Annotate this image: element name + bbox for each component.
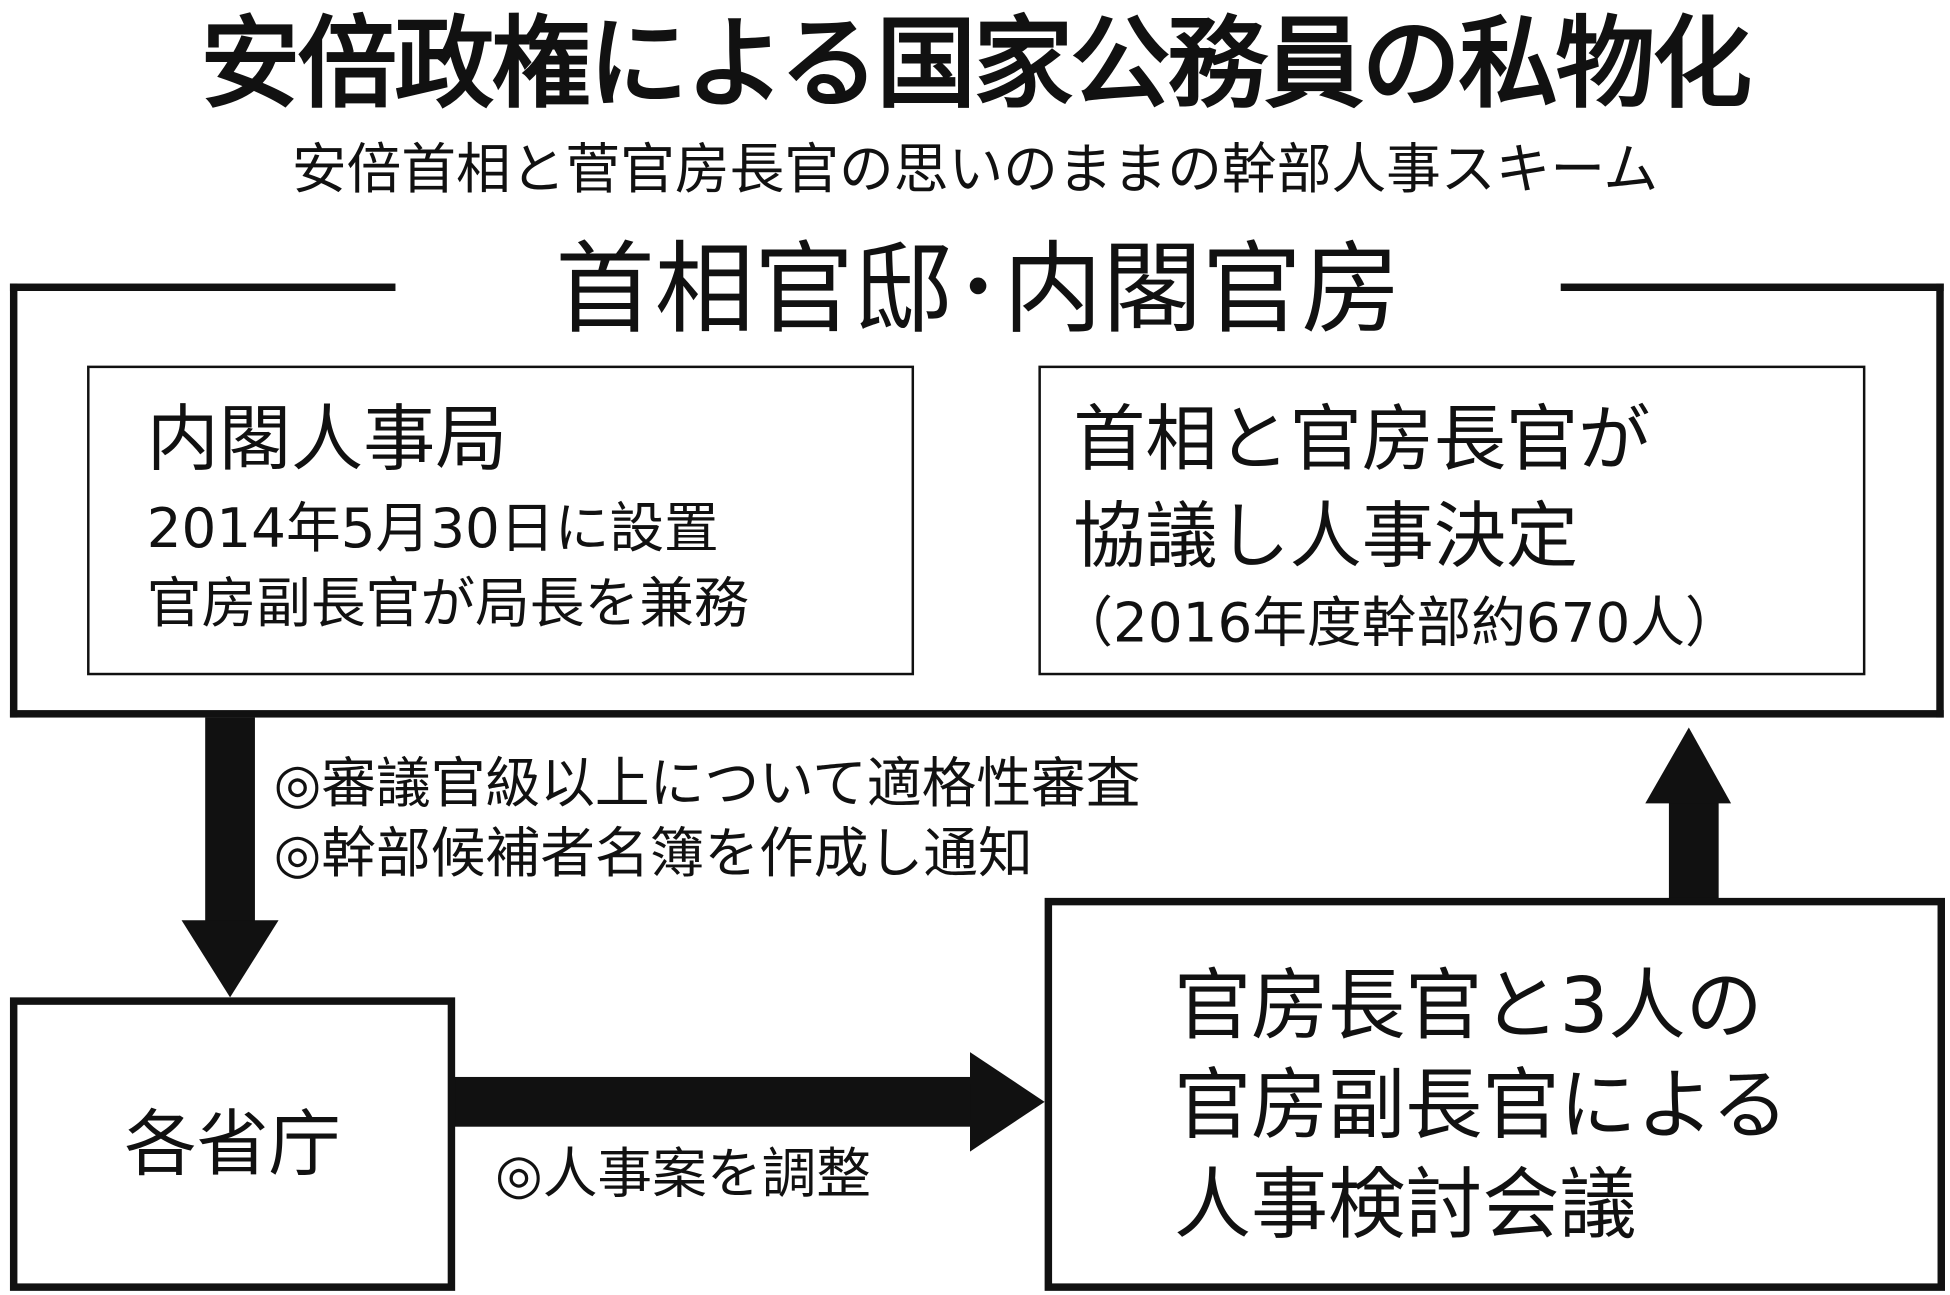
pm-decision-box: 首相と官房長官が 協議し人事決定 （2016年度幹部約670人） (1038, 365, 1866, 676)
candidate-list-note: ◎幹部候補者名簿を作成し通知 (273, 822, 1033, 886)
adjust-note: ◎人事案を調整 (494, 1142, 872, 1207)
council-line3: 人事検討会議 (1173, 1159, 1637, 1250)
right-arrow-icon (453, 1052, 1045, 1152)
council-line1: 官房長官と3人の (1173, 960, 1763, 1051)
diagram-subtitle: 安倍首相と菅官房長官の思いのままの幹部人事スキーム (291, 138, 1659, 202)
box-top-line-left (9, 283, 396, 292)
pm-decision-line1: 首相と官房長官が (1073, 396, 1651, 482)
ministries-label: 各省庁 (124, 1101, 341, 1187)
down-arrow-icon (181, 717, 279, 998)
box-top-line-right (1560, 283, 1944, 292)
screening-note: ◎審議官級以上について適格性審査 (273, 752, 1141, 816)
personnel-council-box: 官房長官と3人の 官房副長官による 人事検討会議 (1044, 897, 1945, 1291)
council-line2: 官房副長官による (1173, 1059, 1789, 1151)
bureau-title: 内閣人事局 (146, 396, 508, 482)
bureau-head: 官房副長官が局長を兼務 (146, 572, 749, 636)
pm-decision-count: （2016年度幹部約670人） (1058, 591, 1740, 656)
cabinet-personnel-bureau-box: 内閣人事局 2014年5月30日に設置 官房副長官が局長を兼務 (87, 365, 915, 676)
pm-decision-line2: 協議し人事決定 (1073, 493, 1579, 579)
kantei-cabinet-box (9, 283, 1944, 718)
up-arrow-icon (1645, 727, 1732, 901)
ministries-box: 各省庁 (9, 997, 456, 1291)
diagram-title: 安倍政権による国家公務員の私物化 (200, 6, 1752, 122)
bureau-established: 2014年5月30日に設置 (146, 497, 719, 561)
kantei-cabinet-heading: 首相官邸･内閣官房 (555, 231, 1401, 347)
